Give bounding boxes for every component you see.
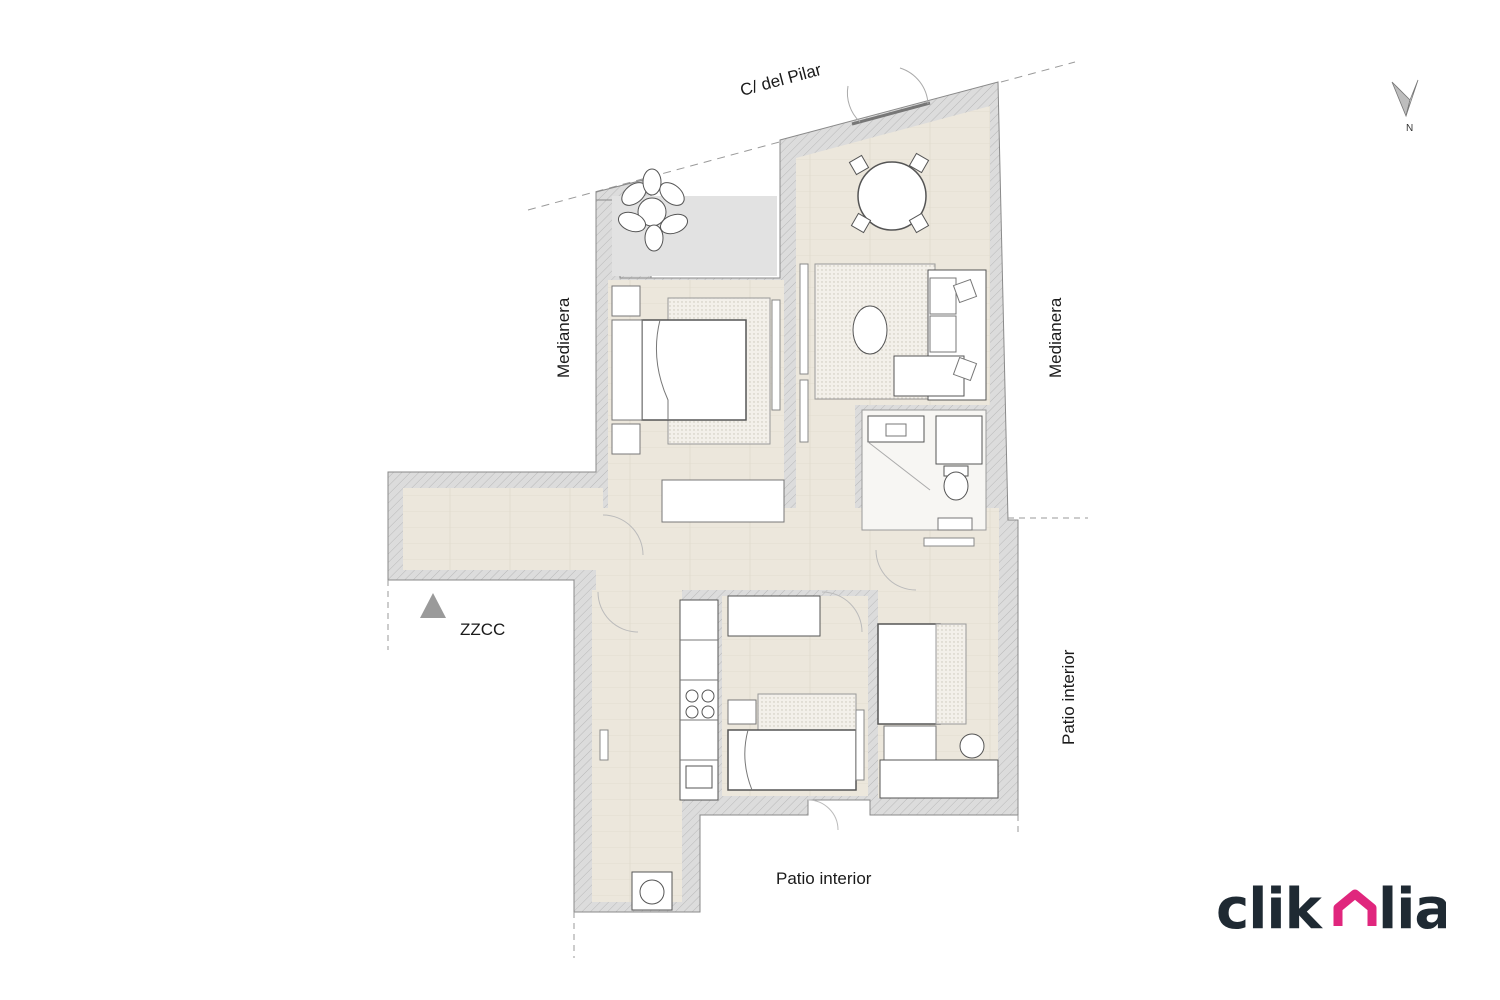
street-label: C/ del Pilar [738, 60, 824, 100]
brand-name-part2: lia [1378, 877, 1446, 942]
brand-logo: clik lia [1216, 877, 1446, 942]
brand-house-icon [1333, 889, 1377, 926]
bedroom-3-furniture [877, 623, 999, 799]
bedroom-2-furniture [727, 595, 865, 791]
terrace [612, 196, 777, 276]
access-triangle-icon [420, 593, 446, 618]
party-wall-right-label: Medianera [1046, 297, 1065, 378]
kitchen-units [679, 599, 719, 801]
bedroom-1-furniture [611, 285, 785, 523]
north-arrow-icon [1391, 79, 1419, 118]
bathroom-fixtures [867, 415, 983, 531]
interior-patio-bottom-label: Patio interior [776, 869, 872, 888]
party-wall-left-label: Medianera [554, 297, 573, 378]
sofa [893, 269, 987, 401]
dining-table [848, 152, 930, 234]
common-areas-label: ZZCC [460, 620, 505, 639]
svg-text:lia: lia [1378, 877, 1446, 942]
north-label: N [1406, 123, 1413, 134]
plant-icon [617, 168, 689, 252]
interior-patio-right-label: Patio interior [1059, 649, 1078, 745]
brand-name-part1: clik [1216, 877, 1324, 942]
svg-text:clik: clik [1216, 877, 1324, 942]
coffee-table [852, 305, 888, 355]
